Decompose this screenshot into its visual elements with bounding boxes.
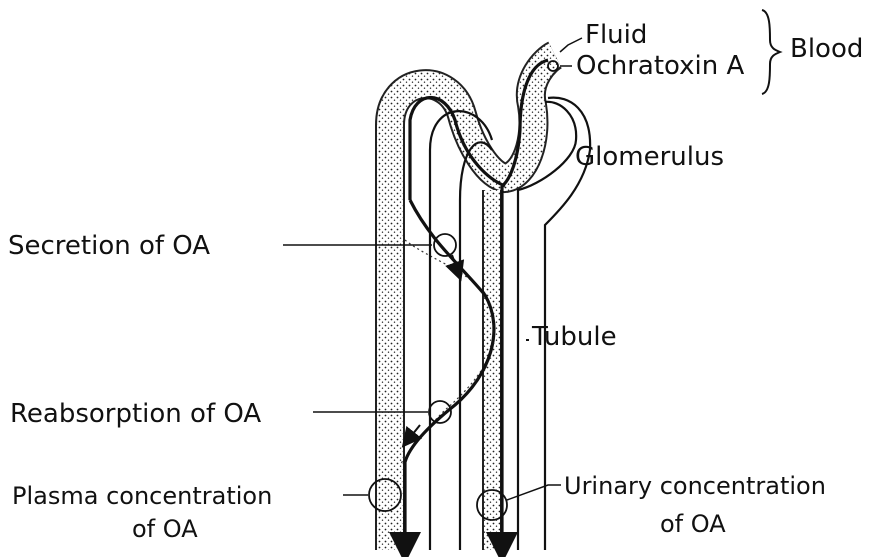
fluid-label: Fluid (585, 20, 647, 50)
plasma-label-line2: of OA (132, 515, 198, 543)
urinary-label-line2: of OA (660, 510, 726, 538)
reabsorption-label: Reabsorption of OA (10, 399, 261, 429)
tubule-label: Tubule (531, 322, 617, 352)
capillary (390, 55, 555, 550)
plasma-label-line1: Plasma concentration (12, 482, 272, 510)
glomerulus-label: Glomerulus (575, 142, 724, 172)
urinary-label-line1: Urinary concentration (564, 472, 826, 500)
secretion-label: Secretion of OA (8, 231, 210, 261)
blood-label: Blood (790, 34, 863, 64)
ochratoxin-label: Ochratoxin A (576, 51, 745, 81)
